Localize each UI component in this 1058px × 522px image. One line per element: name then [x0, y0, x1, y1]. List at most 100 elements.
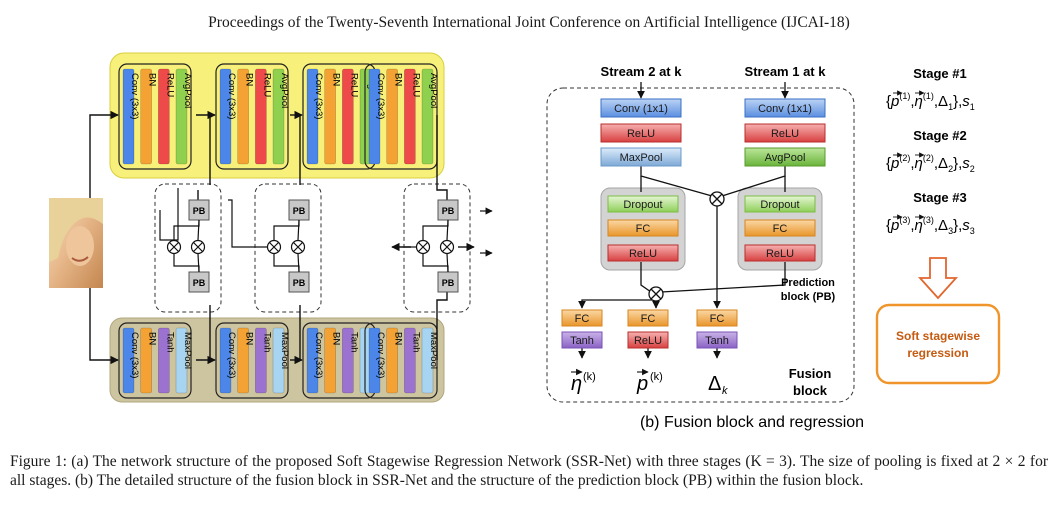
relu-left: ReLU [600, 123, 682, 143]
stage-1-title: Stage #1 [913, 66, 966, 81]
svg-text:PB: PB [442, 206, 455, 216]
stream2-block-3b-label-1: BN [393, 332, 404, 345]
stream2-block-3a-label-1: BN [331, 332, 342, 345]
page-header: Proceedings of the Twenty-Seventh Intern… [208, 14, 850, 31]
svg-text:FC: FC [575, 313, 590, 325]
fc-eta: FC [561, 309, 603, 327]
stream2-block-2-layer-3 [272, 327, 285, 394]
stream1-block-3a-layer-1 [324, 68, 336, 165]
svg-text:FC: FC [636, 223, 651, 235]
conv1x1-left: Conv (1x1) [600, 98, 682, 118]
stream2-block-1-label-0: Conv (3x3) [129, 332, 140, 378]
pred-label-1: Prediction [781, 277, 835, 289]
relu-p: ReLU [627, 331, 669, 349]
stream2-block-3b-layer-1 [386, 327, 398, 394]
stream1-block-2-label-3: AvgPool [279, 73, 290, 108]
stream1-block-3b-label-0: Conv (3x3) [375, 73, 386, 119]
stream1-at-k: Stream 1 at k [745, 64, 827, 79]
multiply-b-k1 [439, 239, 455, 255]
soft-stagewise-regression-box: Soft stagewise regression [875, 303, 1001, 385]
pb-bottom-k3: PB [188, 271, 210, 293]
fusion-frame-k2 [254, 183, 322, 313]
fusion-frame-k1 [403, 183, 471, 313]
svg-text:PB: PB [193, 206, 206, 216]
stream2-block-2-label-3: MaxPool [279, 332, 290, 369]
stream2-block-2-label-0: Conv (3x3) [226, 332, 237, 378]
stage-3-title: Stage #3 [913, 190, 966, 205]
multiply-a-k2 [266, 239, 282, 255]
stream2-block-2-label-1: BN [244, 332, 255, 345]
tanh-delta: Tanh [696, 331, 738, 349]
svg-text:Tanh: Tanh [570, 335, 594, 347]
stream2-block-3a-layer-0 [306, 327, 319, 394]
stream1-block-3a-label-1: BN [331, 73, 342, 86]
delta-k-output: Δ k [708, 373, 728, 397]
dropout-right: Dropout [744, 195, 816, 213]
stream2-block-1-layer-0 [122, 327, 135, 394]
stream2-block-2-layer-1 [237, 327, 249, 394]
stream2-block-1-label-3: MaxPool [182, 332, 193, 369]
stream2-block-1-layer-3 [175, 327, 188, 394]
stage-2: Stage #2{p(2),η(2),Δ2},s2 [886, 128, 975, 174]
svg-text:FC: FC [641, 313, 656, 325]
relu-pb-right: ReLU [744, 244, 816, 262]
svg-text:Dropout: Dropout [623, 199, 662, 211]
svg-text:η: η [571, 373, 582, 395]
svg-text:Conv (1x1): Conv (1x1) [614, 103, 668, 115]
stream1-block-1-layer-2 [158, 68, 170, 165]
stream2-block-3b-label-2: Tanh [410, 332, 421, 353]
stream2-block-1-label-2: Tanh [164, 332, 175, 353]
soft-regression-line2: regression [907, 346, 968, 360]
fusion-output-labels: η (k) p (k) Δ k [571, 368, 728, 397]
svg-text:Conv (1x1): Conv (1x1) [758, 103, 812, 115]
stage-2-formula: {p(2),η(2),Δ2},s2 [886, 153, 975, 174]
stream2-conv-blocks: Conv (3x3) BN Tanh MaxPool Conv (3x3) BN Tanh M… [118, 322, 439, 399]
input-face-image [49, 198, 103, 288]
fusion-frame-k3 [154, 183, 222, 313]
svg-text:PB: PB [442, 278, 455, 288]
svg-text:FC: FC [773, 223, 788, 235]
stream1-block-1-layer-0 [122, 68, 135, 165]
stream1-block-3b-label-2: ReLU [410, 73, 421, 97]
stream2-block-3b-label-3: MaxPool [428, 332, 439, 369]
svg-text:MaxPool: MaxPool [620, 152, 663, 164]
eta-k-output: η (k) [571, 368, 596, 395]
stream2-block-3a-label-0: Conv (3x3) [313, 332, 324, 378]
figure-caption: Figure 1: (a) The network structure of t… [10, 453, 1048, 489]
stream1-block-2-layer-3 [272, 68, 285, 165]
stream1-block-3b-layer-2 [404, 68, 416, 165]
fusion-input-labels: Stream 2 at k Stream 1 at k [601, 64, 827, 79]
fusion-block-label-b: Fusion block [789, 366, 832, 398]
stream1-block-3b-layer-1 [386, 68, 398, 165]
stream1-block-3b-layer-3 [421, 68, 434, 165]
svg-text:PB: PB [193, 278, 206, 288]
stream1-block-3a-label-0: Conv (3x3) [313, 73, 324, 119]
svg-text:ReLU: ReLU [627, 128, 655, 140]
relu-pb-left: ReLU [607, 244, 679, 262]
stream2-block-3a-layer-2 [342, 327, 354, 394]
stream1-block-2-label-2: ReLU [261, 73, 272, 97]
stream1-block-2-label-1: BN [244, 73, 255, 86]
pb-top-k2: PB [288, 199, 310, 221]
stream1-block-3b-label-1: BN [393, 73, 404, 86]
stage-1-formula: {p(1),η(1),Δ1},s1 [886, 91, 975, 112]
prediction-block-label: Prediction block (PB) [781, 277, 836, 303]
stream1-block-3a-layer-2 [342, 68, 354, 165]
stream1-block-2-layer-1 [237, 68, 249, 165]
stage-3: Stage #3{p(3),η(3),Δ3},s3 [886, 190, 975, 236]
multiply-b-k3 [190, 239, 206, 255]
stream1-block-3a-layer-0 [306, 68, 319, 165]
soft-regression-line1: Soft stagewise [896, 329, 980, 343]
fc-delta: FC [696, 309, 738, 327]
stream2-block-3b-label-0: Conv (3x3) [375, 332, 386, 378]
pred-label-2: block (PB) [781, 291, 836, 303]
svg-text:(k): (k) [650, 371, 663, 383]
stream1-block-3b-label-3: AvgPool [428, 73, 439, 108]
conv1x1-right: Conv (1x1) [744, 98, 826, 118]
stream1-conv-blocks: Conv (3x3) BN ReLU AvgPool Conv (3x3) BN ReLU A… [118, 63, 439, 170]
stream1-block-3b: Conv (3x3) BN ReLU AvgPool [364, 63, 439, 170]
